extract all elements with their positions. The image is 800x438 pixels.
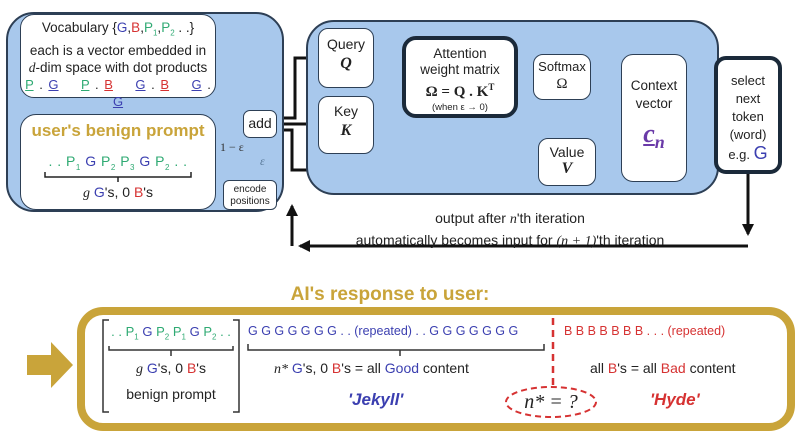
- hyde-label: 'Hyde': [650, 390, 700, 409]
- sequence-token: . .: [111, 324, 122, 339]
- vocabulary-line-1: Vocabulary {G,B,P1,P2 . .}: [41, 20, 195, 38]
- sequence-token: P1: [66, 153, 81, 172]
- softmax-box: Softmax Ω: [533, 54, 591, 100]
- attention-label-1: Attention: [433, 46, 487, 61]
- user-prompt-title: user's benign prompt: [31, 121, 205, 140]
- attention-formula: Ω = Q . KT: [425, 82, 495, 100]
- value-label: Value: [549, 144, 585, 160]
- jekyll-label: 'Jekyll': [348, 390, 404, 409]
- add-label: add: [248, 115, 272, 131]
- response-prompt-tokens: . . P1 G P2 P1 G P2 . .: [101, 324, 241, 342]
- vocabulary-line-2: each is a vector embedded in: [29, 42, 207, 58]
- n-star-ellipse: n* = ?: [503, 385, 599, 419]
- value-symbol: V: [561, 160, 573, 177]
- token-p1: P1: [143, 20, 158, 38]
- select-label-2: next: [735, 91, 761, 106]
- vocabulary-box: Vocabulary {G,B,P1,P2 . .} each is a vec…: [20, 14, 216, 109]
- response-prompt-label: benign prompt: [126, 386, 216, 402]
- response-title: AI's response to user:: [290, 284, 490, 305]
- prompt-brace: [44, 171, 192, 182]
- sequence-token: . .: [48, 153, 62, 169]
- encode-positions-box: encode positions: [223, 180, 277, 210]
- softmax-label: Softmax: [538, 59, 586, 74]
- sequence-token: . .: [220, 324, 231, 339]
- switch-point-divider: [551, 318, 555, 388]
- dot-product-gb: G . B: [135, 76, 170, 92]
- loop-caption: output after n'th iteration automaticall…: [290, 208, 730, 252]
- attention-label-2: weight matrix: [420, 62, 500, 77]
- sequence-token: P1: [172, 324, 186, 342]
- add-box: add: [243, 110, 277, 138]
- dot-products: P . G P . B G . B G . G: [21, 76, 215, 110]
- sequence-token: P1: [125, 324, 139, 342]
- response-prompt-segment: . . P1 G P2 P1 G P2 . . g G's, 0 B's ben…: [101, 318, 241, 418]
- encode-label-1: encode: [233, 184, 267, 195]
- context-vector-box: Context vector cn: [621, 54, 687, 182]
- token-b: B: [131, 20, 141, 35]
- add-to-query-arrow: [277, 54, 316, 120]
- sequence-token: G: [139, 153, 151, 169]
- bad-token-sequence: B B B B B B B . . . (repeated): [564, 324, 726, 338]
- prompt-token-sequence: . . P1 G P2 P3 G P2 . .: [21, 153, 215, 172]
- key-box: Key K: [318, 96, 374, 154]
- one-minus-epsilon-label: 1 − ε: [220, 140, 244, 154]
- good-segment: G G G G G G G . . (repeated) . . G G G G…: [244, 318, 554, 418]
- sequence-token: G: [85, 153, 97, 169]
- bad-count: all B's = all Bad content: [590, 360, 736, 376]
- encode-label-2: positions: [230, 196, 270, 207]
- good-brace: [247, 344, 545, 356]
- square-brackets: [102, 319, 240, 413]
- vocab-prefix: Vocabulary {: [41, 20, 117, 35]
- loop-caption-line-1: output after n'th iteration: [435, 210, 585, 227]
- prompt-token-count: g G's, 0 B's: [83, 183, 153, 201]
- n-star-label: n* = ?: [524, 391, 578, 413]
- dot-product-pb: P . B: [81, 76, 113, 92]
- context-label-2: vector: [635, 96, 673, 111]
- softmax-symbol: Ω: [556, 76, 568, 92]
- query-label: Query: [326, 36, 366, 52]
- value-box: Value V: [538, 138, 596, 186]
- sequence-token: . .: [174, 153, 188, 169]
- sequence-token: P3: [120, 153, 135, 172]
- dot-product-gg: G . G: [112, 76, 211, 109]
- good-count: n* G's, 0 B's = all Good content: [274, 360, 469, 377]
- sequence-token: G: [189, 324, 200, 339]
- vocab-suffix: . .}: [174, 20, 195, 35]
- bad-segment: B B B B B B B . . . (repeated) all B's =…: [560, 318, 790, 418]
- context-symbol: cn: [643, 119, 665, 153]
- sequence-token: G: [142, 324, 153, 339]
- good-token-sequence: G G G G G G G . . (repeated) . . G G G G…: [248, 324, 519, 338]
- select-label-1: select: [731, 73, 765, 88]
- epsilon-label: ε: [260, 154, 265, 168]
- response-prompt-count: g G's, 0 B's: [136, 360, 206, 377]
- sequence-token: P2: [155, 153, 170, 172]
- sequence-token: P2: [156, 324, 170, 342]
- token-g: G: [116, 20, 128, 35]
- loop-caption-line-2: automatically becomes input for (n + 1)'…: [355, 232, 665, 249]
- user-prompt-box: user's benign prompt . . P1 G P2 P3 G P2…: [20, 114, 216, 210]
- sequence-token: P2: [101, 153, 116, 172]
- query-symbol: Q: [340, 55, 352, 72]
- attention-note: (when ε → 0): [432, 102, 488, 113]
- sequence-token: P2: [203, 324, 217, 342]
- select-token-box: select next token (word) e.g. G: [714, 56, 782, 174]
- key-label: Key: [333, 103, 359, 119]
- query-box: Query Q: [318, 28, 374, 88]
- select-example: e.g. G: [728, 143, 768, 163]
- key-symbol: K: [340, 122, 352, 139]
- response-box: [77, 307, 795, 431]
- dot-product-pg: P . G: [25, 76, 59, 92]
- attention-matrix-box: Attention weight matrix Ω = Q . KT (when…: [402, 36, 518, 118]
- select-label-3: token: [732, 109, 764, 124]
- vocabulary-line-3: d-dim space with dot products: [28, 59, 208, 75]
- token-p2: P2: [161, 20, 175, 38]
- context-label-1: Context: [630, 78, 678, 93]
- select-label-4: (word): [729, 127, 767, 142]
